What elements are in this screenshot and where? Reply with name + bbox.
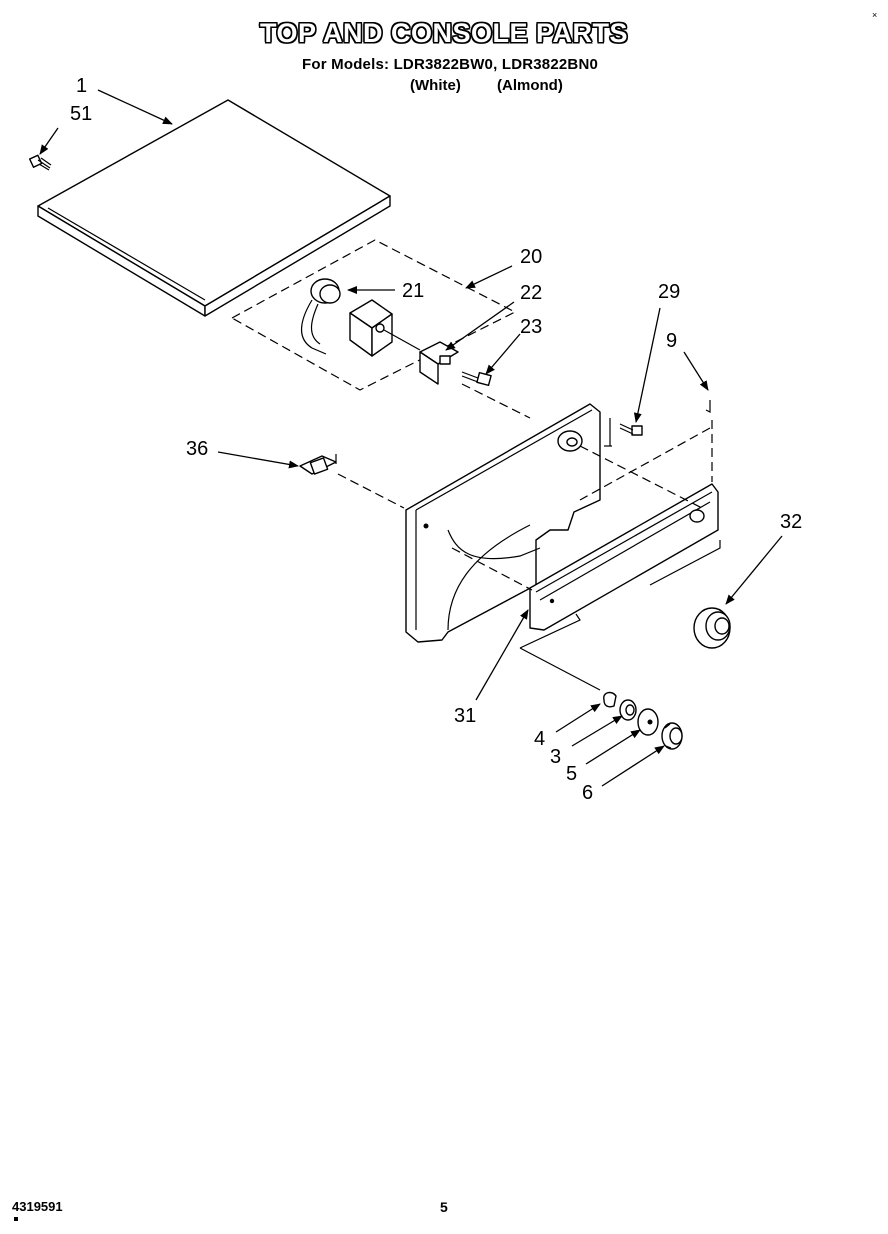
model-numbers: For Models: LDR3822BW0, LDR3822BN0	[302, 56, 599, 73]
part-knob-6	[661, 722, 683, 750]
callout-4: 4	[534, 728, 545, 750]
guide-line-screw-9	[579, 427, 711, 501]
leader-6	[601, 745, 665, 787]
leader-51	[39, 127, 59, 155]
part-top-panel	[37, 99, 391, 317]
guide-line-36	[337, 473, 405, 509]
callout-6: 6	[582, 782, 593, 804]
leader-23	[485, 333, 521, 375]
guide-knob	[519, 647, 601, 691]
callout-32: 32	[780, 511, 802, 533]
part-console-panel	[405, 403, 601, 643]
callout-3: 3	[550, 746, 561, 768]
corner-mark: ×	[872, 10, 878, 20]
callout-51: 51	[70, 103, 92, 125]
leader-20	[465, 265, 513, 289]
registration-mark	[14, 1217, 18, 1221]
part-washer-3	[619, 699, 637, 721]
leader-4	[555, 703, 601, 733]
leader-9	[683, 351, 709, 391]
callout-31: 31	[454, 705, 476, 727]
part-knob-5	[637, 708, 659, 736]
guide-line-panel	[579, 445, 703, 509]
diagram-title: TOP AND CONSOLE PARTS	[259, 18, 629, 48]
part-screw-51	[28, 154, 52, 171]
callout-5: 5	[566, 763, 577, 785]
part-switch-36	[299, 454, 337, 475]
callout-9: 9	[666, 330, 677, 352]
callout-1: 1	[76, 75, 87, 97]
page-number: 5	[440, 1199, 448, 1215]
callout-23: 23	[520, 316, 542, 338]
callout-29: 29	[658, 281, 680, 303]
leader-5	[585, 729, 641, 765]
leader-3	[571, 715, 623, 747]
leader-32	[725, 535, 783, 605]
guide-31	[519, 613, 581, 649]
callout-21: 21	[402, 280, 424, 302]
leader-31	[475, 609, 529, 701]
leader-36	[217, 451, 299, 469]
part-panel-strip-31	[529, 483, 719, 631]
variant-white: (White)	[410, 77, 461, 94]
part-clip-4	[603, 691, 617, 708]
part-screw-29	[619, 423, 643, 436]
part-screw-9	[705, 400, 711, 413]
part-switch-21	[300, 278, 421, 357]
guide-line-left	[451, 547, 533, 591]
guide-32	[649, 540, 721, 586]
part-knob-32	[693, 607, 731, 649]
guide-line-23	[461, 383, 531, 419]
part-screw-23	[461, 371, 492, 387]
callout-20: 20	[520, 246, 542, 268]
callout-22: 22	[520, 282, 542, 304]
document-number: 4319591	[12, 1199, 63, 1214]
leader-22	[445, 301, 515, 351]
leader-29	[633, 307, 661, 423]
part-bracket-22	[419, 341, 459, 385]
variant-almond: (Almond)	[497, 77, 563, 94]
leader-1	[97, 89, 173, 125]
callout-36: 36	[186, 438, 208, 460]
